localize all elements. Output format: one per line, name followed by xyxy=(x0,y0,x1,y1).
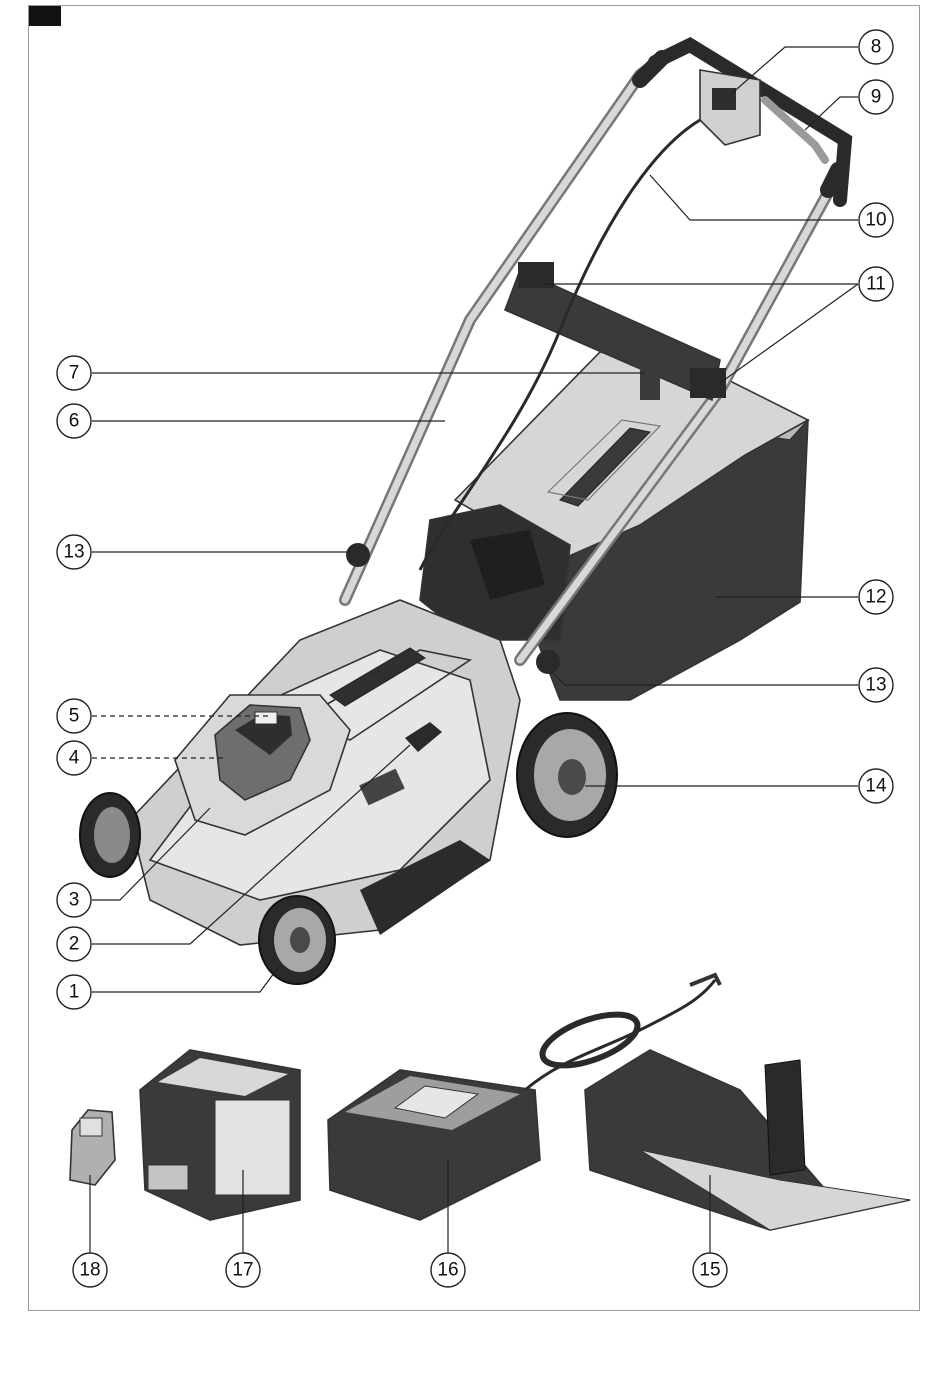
callout-number: 3 xyxy=(69,890,80,911)
callout-number: 1 xyxy=(69,982,80,1003)
callout-number: 15 xyxy=(699,1260,720,1281)
callout-number: 18 xyxy=(79,1260,100,1281)
callout-1: 1 xyxy=(57,975,91,1009)
rear-wheel xyxy=(517,713,617,837)
callout-7: 7 xyxy=(57,356,91,390)
callout-18: 18 xyxy=(73,1253,107,1287)
callout-number: 2 xyxy=(69,934,80,955)
callout-10: 10 xyxy=(859,203,893,237)
callout-4: 4 xyxy=(57,741,91,775)
callout-5: 5 xyxy=(57,699,91,733)
callout-17: 17 xyxy=(226,1253,260,1287)
callout-number: 13 xyxy=(865,675,886,696)
callout-number: 16 xyxy=(437,1260,458,1281)
callout-13: 13 xyxy=(57,535,91,569)
callout-number: 9 xyxy=(871,87,882,108)
callout-number: 8 xyxy=(871,37,882,58)
callout-13-b: 13 xyxy=(859,668,893,702)
callout-12: 12 xyxy=(859,580,893,614)
mulching-insert-illustration xyxy=(585,1050,910,1230)
callout-3: 3 xyxy=(57,883,91,917)
callout-number: 5 xyxy=(69,706,80,727)
cable-guide xyxy=(640,370,660,400)
callout-number: 10 xyxy=(865,210,886,231)
callout-11: 11 xyxy=(859,267,893,301)
callout-number: 12 xyxy=(865,587,886,608)
adapter-plug-illustration xyxy=(70,1110,115,1185)
callout-number: 4 xyxy=(69,748,80,769)
callout-6: 6 xyxy=(57,404,91,438)
switch-box xyxy=(700,70,760,145)
callout-number: 6 xyxy=(69,411,80,432)
callout-9: 9 xyxy=(859,80,893,114)
callout-number: 11 xyxy=(866,274,886,295)
callout-number: 13 xyxy=(63,542,84,563)
battery-pack-illustration xyxy=(140,1050,300,1220)
callout-number: 7 xyxy=(69,363,80,384)
locking-knob-left xyxy=(346,543,370,567)
front-wheel-left xyxy=(80,793,140,877)
callout-8: 8 xyxy=(859,30,893,64)
front-wheel-right xyxy=(259,896,335,984)
callout-14: 14 xyxy=(859,769,893,803)
callout-2: 2 xyxy=(57,927,91,961)
callout-number: 14 xyxy=(865,776,887,797)
callout-number: 17 xyxy=(232,1260,253,1281)
lawn-mower-illustration xyxy=(80,45,845,984)
callout-15: 15 xyxy=(693,1253,727,1287)
callout-16: 16 xyxy=(431,1253,465,1287)
locking-knob-right xyxy=(536,650,560,674)
